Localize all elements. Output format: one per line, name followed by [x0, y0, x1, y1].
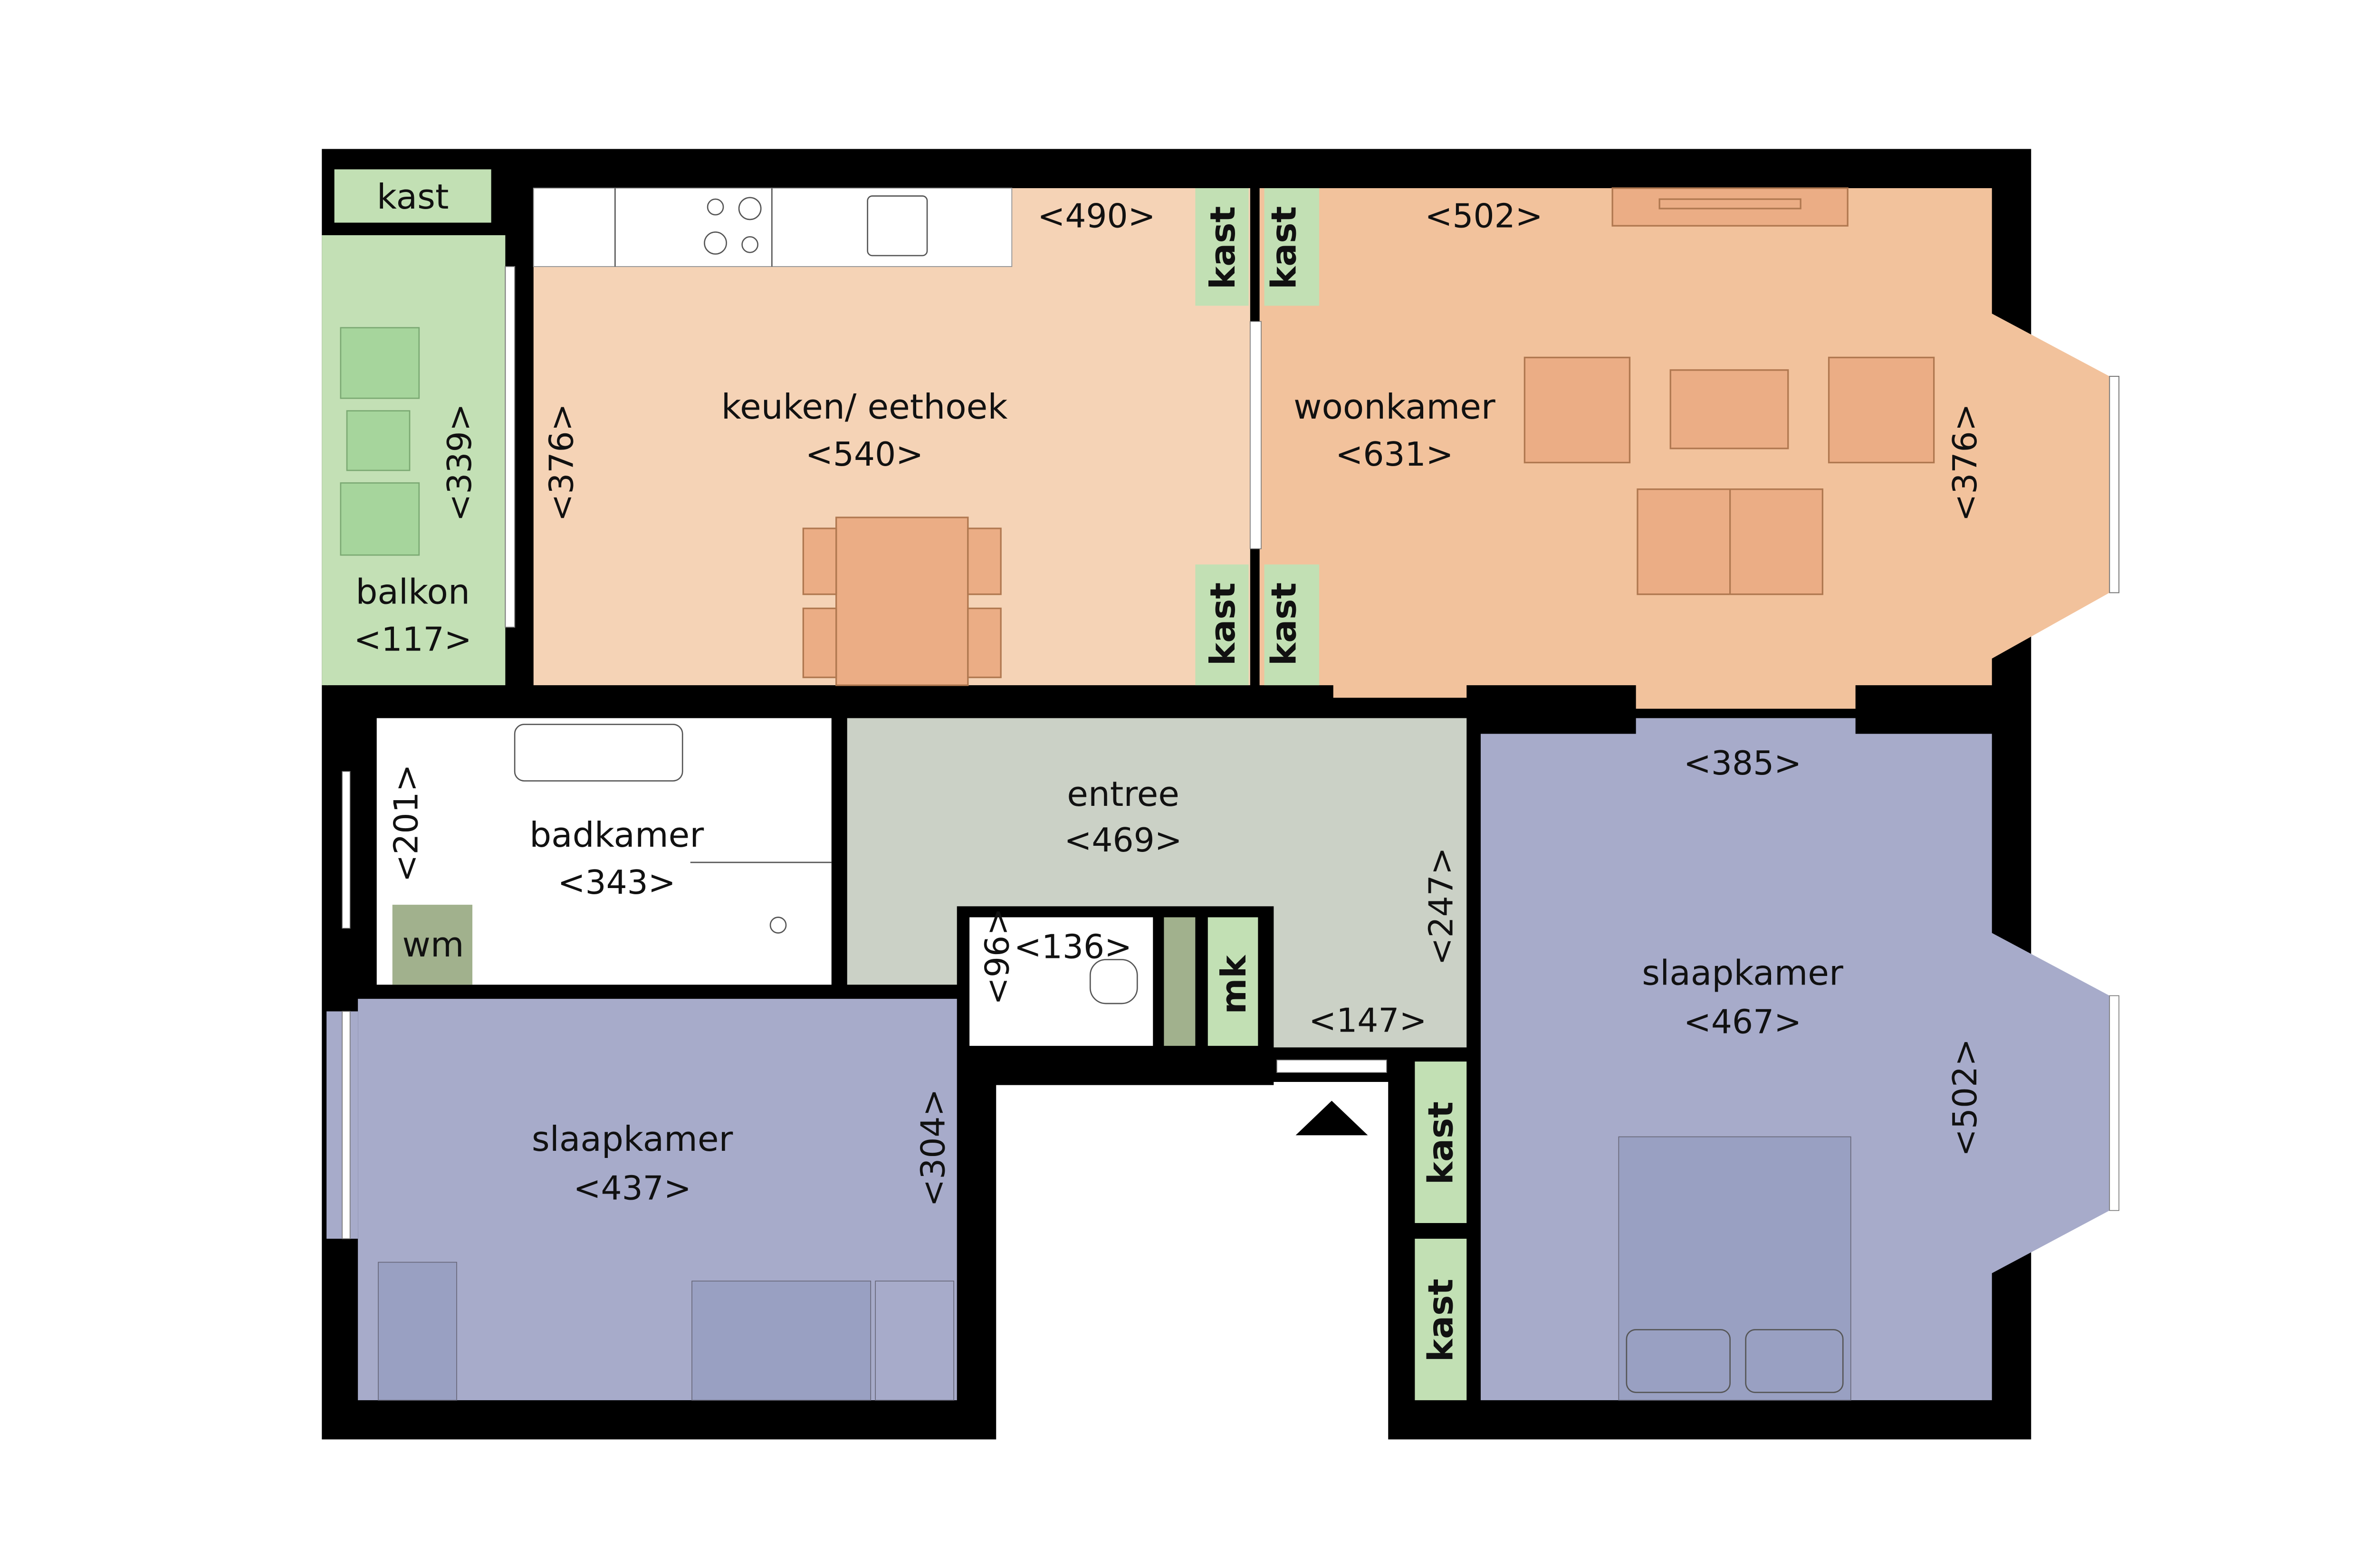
coffee-table [1669, 369, 1789, 449]
toilet-bowl [1089, 959, 1138, 1004]
bedroom-window [342, 1011, 351, 1239]
double-bed [1618, 1136, 1851, 1401]
bathroom-window [342, 771, 351, 929]
kitchen-counter [533, 188, 1013, 267]
slaapkamer-right-label: slaapkamer [1642, 953, 1843, 993]
tv-cabinet [1611, 187, 1849, 227]
stove-burner [738, 197, 762, 220]
armchair [1828, 356, 1935, 464]
balkon-dim: <339> [441, 403, 479, 521]
kast [1195, 564, 1249, 686]
wm-label: wm [402, 925, 464, 965]
keuken-dim-top: <490> [1037, 198, 1155, 236]
keuken-label: keuken/ eethoek [721, 387, 1008, 427]
badkamer-size: <343> [557, 864, 675, 902]
woonkamer-dim-top: <502> [1425, 198, 1542, 236]
slaapkamer-left-dim: <304> [914, 1089, 952, 1206]
balkon-door [505, 266, 516, 628]
badkamer-label: badkamer [529, 815, 704, 855]
stove-burner [741, 236, 758, 253]
armchair [1523, 356, 1631, 464]
entree-floor [847, 718, 1467, 1048]
slaapkamer-left-size: <437> [573, 1170, 691, 1208]
woonkamer-size: <631> [1335, 436, 1453, 474]
kast-top-left [334, 169, 491, 223]
kast-label: kast [1421, 1279, 1461, 1362]
dining-chair [967, 527, 1002, 595]
balkon-table [346, 410, 411, 471]
balkon-chair [340, 482, 420, 556]
kast-label: kast [1203, 206, 1243, 289]
kast [1264, 564, 1320, 686]
keuken-dim-side: <376> [543, 403, 581, 521]
kast [1264, 188, 1320, 306]
badkamer-dim: <201> [388, 764, 426, 882]
entree-dim-side: <247> [1423, 847, 1461, 965]
stove-burner [707, 198, 724, 216]
front-door [1276, 1059, 1387, 1073]
kast-label: kast [377, 177, 449, 217]
bay-window [2109, 376, 2120, 593]
balkon-size: <117> [354, 621, 471, 659]
mk-label: mk [1214, 955, 1254, 1014]
wardrobe [378, 1262, 457, 1401]
room-divider-door [1250, 321, 1262, 549]
entree-label: entree [1067, 774, 1179, 814]
meter-strip [1164, 917, 1196, 1046]
bed [691, 1281, 872, 1401]
dining-chair [802, 527, 837, 595]
woonkamer-dim-side: <376> [1946, 403, 1984, 521]
kast-label: kast [1265, 583, 1304, 666]
dining-table [835, 516, 969, 686]
toilet-floor [969, 917, 1153, 1046]
slaapkamer-right-dim-top: <385> [1684, 745, 1801, 783]
dining-chair [967, 607, 1002, 679]
balkon-opening [322, 235, 328, 686]
washbasin [514, 724, 683, 782]
slaapkamer-left-label: slaapkamer [532, 1119, 733, 1159]
meterkast [1207, 917, 1258, 1046]
entree-size: <469> [1064, 822, 1182, 860]
stove-burner [704, 231, 727, 255]
balkon-chair [340, 327, 420, 399]
keuken-size: <540> [805, 436, 923, 474]
slaapkamer-right-dim-side: <502> [1946, 1039, 1984, 1157]
entrance-arrow-icon [1295, 1100, 1368, 1136]
kast-label: kast [1265, 206, 1304, 289]
kast [1415, 1061, 1467, 1223]
kast-label: kast [1203, 583, 1243, 666]
woonkamer-label: woonkamer [1293, 387, 1495, 427]
bay-window [2109, 995, 2119, 1211]
sink [867, 195, 928, 257]
balkon-label: balkon [355, 573, 470, 612]
dining-chair [802, 607, 837, 679]
slaapkamer-right-size: <467> [1684, 1004, 1801, 1042]
washing-machine [392, 905, 473, 985]
entree-dim-door: <147> [1309, 1002, 1427, 1040]
toilet-dim-top: <136> [1014, 928, 1132, 966]
kast-label: kast [1421, 1101, 1461, 1185]
kast [1415, 1239, 1467, 1400]
kast [1195, 188, 1249, 306]
toilet-dim-side: <96> [979, 908, 1017, 1005]
bed [875, 1281, 954, 1401]
